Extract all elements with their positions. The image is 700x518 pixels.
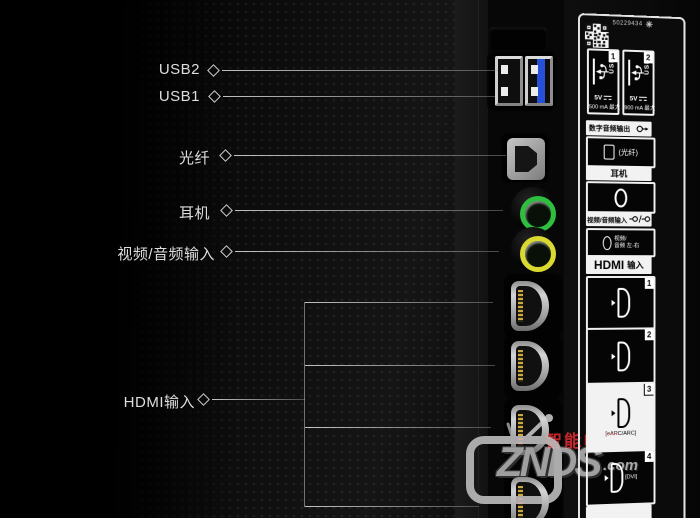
- digital-audio-out-strip: 数字音频输出: [585, 120, 652, 137]
- hdmi-input-label: 输入: [627, 259, 644, 270]
- hdmi1-port: [504, 274, 562, 338]
- usb-port-recess: [487, 50, 557, 112]
- optical-jack-icon: [603, 144, 615, 160]
- dc-symbol-icon: [639, 96, 648, 103]
- hdmi1-number-tab: 1: [643, 277, 654, 290]
- label-hdmi-input: HDMI输入: [123, 394, 195, 411]
- leader-line-optical: [234, 155, 506, 156]
- cert-mark-icon: [645, 21, 652, 28]
- watermark-cn-text: 智能电视: [545, 432, 621, 451]
- usb2-voltage: 5V: [629, 95, 638, 103]
- hdmi-bracket-vertical: [304, 302, 305, 507]
- watermark-brand: ZNDS: [497, 438, 602, 485]
- hdmi4-number-tab: 4: [643, 450, 654, 464]
- hdmi-bracket-line-2: [305, 365, 495, 366]
- usb2-current: 900 mA 最大: [624, 105, 656, 112]
- av-in-icon: [629, 214, 650, 223]
- usb-spec-box-1: 1 USB 5V 500 mA 最大: [586, 48, 621, 116]
- usb-trident-icon: [631, 61, 645, 85]
- connection-label-panel: 50229434 1 USB 5V 500 mA 最大: [578, 13, 686, 518]
- usb1-port: [525, 56, 553, 106]
- arrow-icon: [611, 353, 616, 360]
- leader-line-av: [235, 251, 499, 252]
- tv-logo-icon: [466, 414, 562, 504]
- label-usb1: USB1: [158, 88, 200, 105]
- label-headphone: 耳机: [178, 205, 210, 222]
- optical-jack-label: (光纤): [618, 147, 638, 158]
- headphone-jack-icon: [614, 187, 628, 208]
- hdmi-connector-icon: [617, 397, 631, 428]
- label-av-input: 视频/音频输入: [117, 246, 215, 263]
- usb1-current: 500 mA 最大: [588, 104, 621, 112]
- optical-opening: [515, 146, 537, 172]
- usb-port-bar: [592, 58, 595, 85]
- hdmi2-port: [504, 334, 562, 398]
- headphone-jack-recess: [511, 187, 556, 232]
- usb-port-bar: [628, 59, 631, 86]
- av-jack-icon: [602, 235, 612, 250]
- hdmi-bracket-line-1: [305, 302, 493, 303]
- av-input-label: 视频/音频输入: [587, 216, 628, 224]
- hdmi-box-1: 1: [585, 275, 656, 330]
- hdmi-connector-icon: [617, 340, 631, 371]
- hdmi-bracket-line-3: [305, 427, 491, 428]
- leader-line-usb2: [222, 70, 498, 71]
- usb-spec-box-2: 2 USB 5V 900 mA 最大: [622, 49, 656, 116]
- watermark-tld: .com: [603, 457, 639, 474]
- usb2-port: [495, 56, 523, 106]
- hdmi-bracket-line-4: [305, 506, 479, 507]
- hdmi-connector-icon: [617, 287, 631, 318]
- next-section-strip: [585, 504, 652, 518]
- hdmi3-number-tab: 3: [643, 383, 654, 396]
- usb-trident-icon: [595, 60, 610, 84]
- digital-audio-out-label: 数字音频输出: [588, 124, 631, 133]
- leader-line-usb1: [223, 96, 495, 97]
- usb1-voltage: 5V: [594, 94, 603, 102]
- arrow-icon: [611, 299, 616, 306]
- av-input-strip: 视频/音频输入: [585, 211, 652, 227]
- qr-code: [584, 23, 609, 49]
- left-shadow: [0, 0, 240, 518]
- av-jack-recess: [511, 227, 556, 272]
- optical-jack-box: (光纤): [585, 136, 656, 169]
- audio-out-icon: [636, 124, 649, 133]
- av-input-jack: [520, 236, 556, 272]
- hdmi3-port: [504, 398, 562, 462]
- hdmi4-note: [DVI]: [625, 474, 638, 481]
- usb-label: USB: [608, 57, 616, 74]
- label-usb2: USB2: [158, 61, 200, 78]
- arrow-icon: [604, 475, 609, 482]
- hdmi2-number-tab: 2: [643, 329, 654, 342]
- headphone-label: 耳机: [610, 168, 628, 179]
- hdmi-input-strip: HDMI 输入: [585, 255, 652, 275]
- hdmi-logo: HDMI: [593, 257, 625, 272]
- label-optical: 光纤: [178, 150, 210, 167]
- leader-line-hdmi: [212, 399, 305, 400]
- optical-port: [507, 138, 545, 180]
- arrow-icon: [611, 409, 616, 416]
- headphone-jack-box: [585, 181, 656, 214]
- hdmi-box-2: 2: [585, 327, 656, 385]
- headphone-strip: 耳机: [585, 165, 652, 182]
- leader-line-headphone: [235, 210, 503, 211]
- av-note-2: 音频 左-右: [614, 242, 640, 249]
- usb-label: USB: [643, 58, 651, 75]
- dc-symbol-icon: [604, 95, 613, 102]
- usb-spec-row: 1 USB 5V 500 mA 最大 2: [586, 48, 656, 116]
- tv-edge-highlight: [478, 0, 479, 518]
- av-jack-box: 视频/ 音频 左-右: [585, 228, 656, 258]
- serial-number: 50229434: [613, 19, 653, 27]
